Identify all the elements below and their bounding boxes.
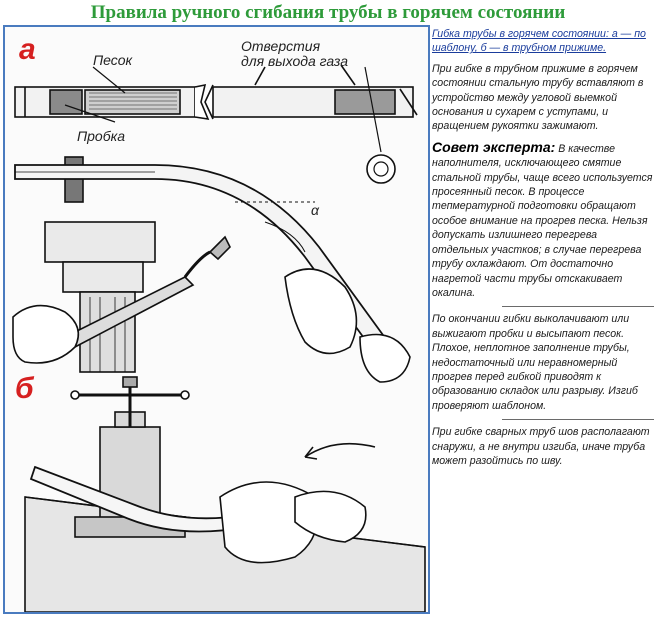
label-sand: Песок: [93, 52, 133, 68]
page-title: Правила ручного сгибания трубы в горячем…: [90, 2, 566, 23]
bent-pipe-a: [14, 164, 401, 369]
expert-advice-text: В качестве наполнителя, исключающего смя…: [432, 142, 653, 299]
bending-illustration: [12, 64, 426, 612]
expert-advice-title: Совет эксперта:: [432, 138, 556, 155]
expert-advice: Совет эксперта: В качестве наполнителя, …: [432, 140, 654, 300]
divider: [502, 306, 654, 308]
paragraph-finish: По окончании гибки выколачивают или выжи…: [432, 313, 638, 412]
paragraph-welded: При гибке сварных труб шов располагают с…: [432, 426, 650, 467]
illustration-frame: а б Песок Отверстия для выхода газа Проб…: [3, 25, 430, 614]
label-angle: α: [311, 202, 319, 218]
angle-mark: [235, 201, 315, 253]
label-plug: Пробка: [77, 128, 125, 144]
explanation-column: Гибка трубы в горячем состоянии: а — по …: [432, 27, 654, 474]
pipe-section-circle: [366, 154, 396, 184]
label-holes-line2: для выхода газа: [241, 53, 349, 69]
label-holes-line1: Отверстия: [241, 38, 321, 54]
panel-b-letter: б: [15, 372, 34, 405]
plug-pipe-right: [204, 64, 418, 120]
rotation-arrow: [304, 442, 376, 460]
divider: [502, 419, 654, 421]
hand-right-a: [284, 268, 411, 383]
figure-caption: Гибка трубы в горячем состоянии: а — по …: [432, 28, 646, 55]
paragraph-vise: При гибке в трубном прижиме в горячем со…: [432, 62, 644, 133]
hand-left-a: [12, 304, 80, 364]
hand-b: [219, 481, 367, 564]
panel-a-letter: а: [19, 33, 36, 66]
sand-filled-pipe: [14, 83, 210, 121]
